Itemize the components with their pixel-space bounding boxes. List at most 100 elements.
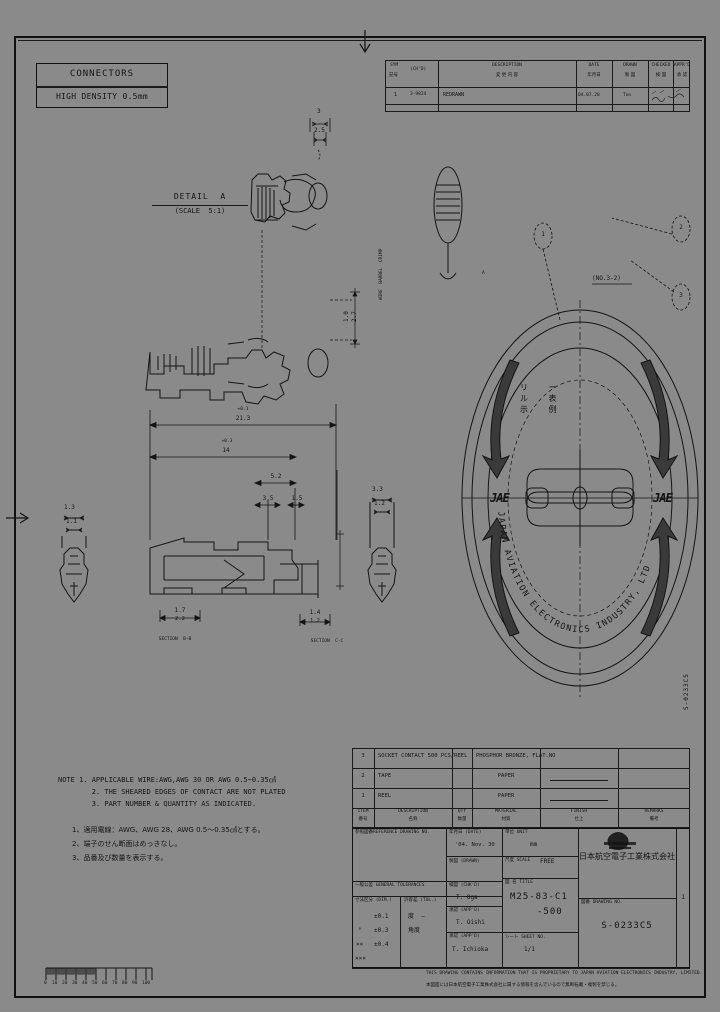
appr1-value: T. Oishi xyxy=(456,919,485,926)
checked-label: 検図 (CHK'D) xyxy=(449,883,480,888)
parts-row1-description: REEL xyxy=(378,793,392,799)
units-value: mm xyxy=(530,841,538,848)
company-name-jp: 日本航空電子工業株式会社 xyxy=(579,852,675,861)
title-block-row-unit xyxy=(502,856,578,857)
parts-row3-description: SOCKET CONTACT 500 PCS/REEL xyxy=(378,753,468,759)
revision-header-description: DESCRIPTION xyxy=(492,63,522,68)
corner-label-line1: CONNECTORS xyxy=(69,69,135,79)
parts-row2-finish-dash xyxy=(550,780,608,781)
ruler-label-20: 20 xyxy=(62,981,68,986)
date-label: 年月日 (DATE) xyxy=(449,830,482,835)
dim-bottom-12: 1.2 xyxy=(310,618,320,624)
parts-row2-material: PAPER xyxy=(497,773,515,779)
detail-dim-3: 3 xyxy=(317,108,321,115)
tolerance-row2-tol: ±0.3 xyxy=(374,927,389,934)
parts-header-description: DESCRIPTION xyxy=(398,809,428,814)
appr2-label: 承認 (APP'D) xyxy=(449,934,480,939)
parts-header-item-jp: 番号 xyxy=(358,817,368,822)
drawing-no-label: 図番 DRAWING NO. xyxy=(581,900,623,905)
tolerance-row1-tol: ±0.1 xyxy=(374,913,389,920)
section-label-c: SECTION C-C xyxy=(310,639,344,644)
scale-label: 尺度 SCALE xyxy=(505,858,531,863)
revision-header-drawn: DRAWN xyxy=(623,63,637,68)
note-jp-1: 1、適用電線：AWG、AWG 28、AWG 0.5～0.35㎠とする。 xyxy=(72,826,265,834)
revision-row-sym: 1 xyxy=(394,92,398,98)
detail-a-scale: (SCALE 5:1) xyxy=(174,207,226,215)
revision-header-divider xyxy=(385,87,690,88)
revision-header-date-jp: 年月日 xyxy=(587,73,601,78)
jae-logo-right: JAE xyxy=(653,491,673,505)
revision-header-checked: CHECKED xyxy=(651,63,671,68)
revision-header-appr-jp: 承 認 xyxy=(676,73,688,78)
tolerance-row3-dim: ×× xyxy=(356,941,364,948)
dim-right-12: 1.2 xyxy=(374,500,385,507)
copyright-jp: 本図面には日本航空電子工業株式会社に属する情報を含んでいるので無断転載・複製を禁… xyxy=(426,983,620,988)
ruler-label-50: 50 xyxy=(92,981,98,986)
parts-row2-item: 2 xyxy=(361,773,365,779)
dim-52: 5.2 xyxy=(270,473,282,480)
ruler-label-40: 40 xyxy=(82,981,88,986)
parts-row3-material: PHOSPHOR BRONZE, FLAT.NO xyxy=(476,753,556,759)
date-value: '04. Nov. 30 xyxy=(455,842,495,848)
parts-row-div-1 xyxy=(352,768,690,769)
title-block-row-date xyxy=(446,856,502,857)
ruler-label-80: 80 xyxy=(122,981,128,986)
dim-14: 14 xyxy=(222,447,230,454)
parts-header-finish-jp: 仕上 xyxy=(574,817,584,822)
note-jp-3: 3、品番及び数量を表示する。 xyxy=(72,854,168,862)
parts-header-qty-jp: 数量 xyxy=(457,817,467,822)
title-block-tol-col xyxy=(400,896,401,968)
parts-header-remarks: REMARKS xyxy=(644,809,664,814)
ruler-label-0: 0 xyxy=(44,981,47,986)
tolerance-title: 一般公差 GENERAL TOLERANCES xyxy=(355,883,425,888)
detail-balloon-a: A xyxy=(482,271,485,276)
dim-left-11: 1.1 xyxy=(66,518,77,525)
ruler-label-100: 100 xyxy=(142,981,151,986)
revision-col-sep-3 xyxy=(612,60,613,112)
dim-left-13: 1.3 xyxy=(64,504,75,511)
balloon-2-label: 2 xyxy=(679,224,683,231)
corner-label-box xyxy=(36,63,168,108)
parts-header-description-jp: 名称 xyxy=(408,817,418,822)
dim-bottom-17: 1.7 xyxy=(174,607,186,614)
dim-213: 21.3 xyxy=(235,415,251,422)
parts-col-finish xyxy=(540,748,541,828)
title-block-col-2 xyxy=(502,828,503,968)
parts-header-material: MATERIAL xyxy=(495,809,517,814)
parts-col-qty xyxy=(452,748,453,828)
revision-header-sym: SYM xyxy=(390,63,399,68)
title-block xyxy=(352,828,690,968)
revision-header-checked-jp: 検 図 xyxy=(655,73,667,78)
title-block-col-4 xyxy=(676,828,677,968)
revision-header-description-jp: 変 更 内 容 xyxy=(495,73,519,78)
parts-row1-material: PAPER xyxy=(497,793,515,799)
appr2-value: T. Ichioka xyxy=(452,946,489,953)
parts-header-item: ITEM xyxy=(357,809,369,814)
scale-value: FREE xyxy=(540,858,555,865)
drawing-no-value: S-0233C5 xyxy=(601,921,653,931)
checked-value: T. Oga xyxy=(456,894,478,901)
ruler-label-70: 70 xyxy=(112,981,118,986)
dim-15: 1.5 xyxy=(291,495,303,502)
parts-col-material xyxy=(472,748,473,828)
tolerance-row3-tol: ±0.4 xyxy=(374,941,389,948)
title-block-col-1 xyxy=(446,828,447,968)
tolerance-row2-unit: 角度 xyxy=(408,927,421,934)
ref-drawing-label: 参照図番REFERENCE DRAWING NO. xyxy=(355,830,430,835)
parts-row2-description: TAPE xyxy=(378,773,392,779)
sheet-value: 1/1 xyxy=(524,946,535,953)
revision-row-code: 3-9824 xyxy=(410,92,427,97)
revision-table xyxy=(385,60,690,112)
parts-header-material-jp: 材質 xyxy=(501,817,511,822)
units-label: 単位 UNIT xyxy=(505,830,528,835)
parts-row3-item: 3 xyxy=(361,753,365,759)
note-en-2: 2. THE SHEARED EDGES OF CONTACT ARE NOT … xyxy=(58,788,286,796)
